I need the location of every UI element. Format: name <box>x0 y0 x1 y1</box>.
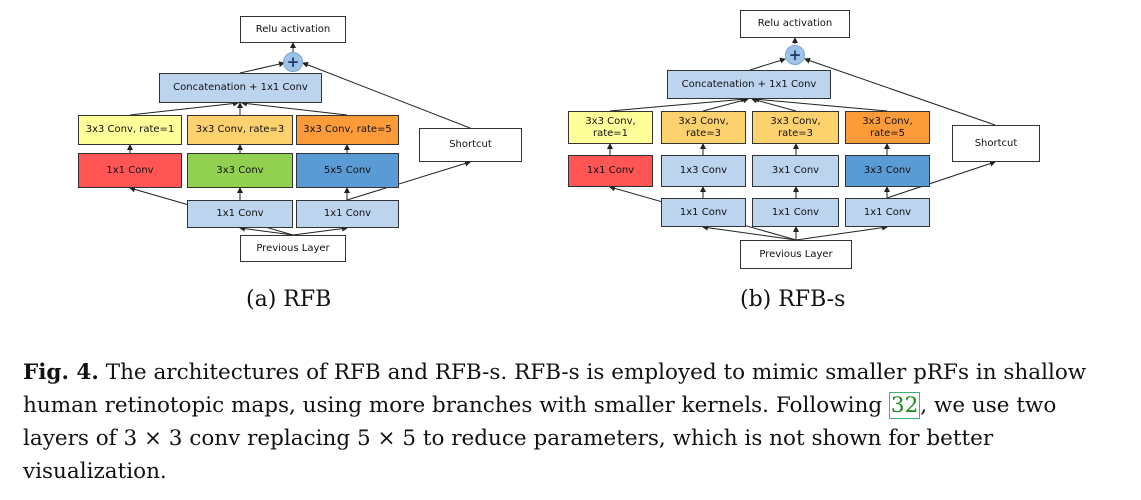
figure-label: Fig. 4. <box>23 360 99 385</box>
rfb-dilated-conv-rate5-box: 3x3 Conv, rate=5 <box>296 115 399 145</box>
rfbs-concat-box: Concatenation + 1x1 Conv <box>667 70 831 99</box>
caption-text-part-2: , we use two layers of 3 × 3 conv replac… <box>23 393 1057 484</box>
rfb-3x3-conv-box: 3x3 Conv <box>187 153 293 188</box>
rfbs-relu-activation-box: Relu activation <box>740 10 850 38</box>
rfb-relu-activation-box: Relu activation <box>240 16 346 43</box>
rfbs-subcaption: (b) RFB-s <box>740 287 846 312</box>
connection-arrows <box>127 37 996 241</box>
rfbs-dilated-conv-rate5-box: 3x3 Conv, rate=5 <box>845 111 930 144</box>
rfb-dilated-conv-rate1-box: 3x3 Conv, rate=1 <box>78 115 182 145</box>
rfbs-add-icon: + <box>785 45 805 65</box>
rfbs-shortcut-box: Shortcut <box>952 125 1040 162</box>
rfb-subcaption: (a) RFB <box>246 287 332 312</box>
rfbs-3x1-conv-box: 3x1 Conv <box>752 155 839 187</box>
rfbs-dilated-conv-rate3-box-1: 3x3 Conv, rate=3 <box>661 111 746 144</box>
rfb-1x1-conv-box: 1x1 Conv <box>78 153 182 188</box>
rfbs-1x1-conv-box: 1x1 Conv <box>568 155 653 187</box>
rfb-base-1x1-conv-box-1: 1x1 Conv <box>187 200 293 228</box>
rfb-add-icon: + <box>283 52 303 72</box>
rfb-dilated-conv-rate3-box: 3x3 Conv, rate=3 <box>187 115 293 145</box>
rfbs-base-1x1-conv-box-2: 1x1 Conv <box>752 198 839 227</box>
rfb-concat-box: Concatenation + 1x1 Conv <box>159 73 322 103</box>
rfb-5x5-conv-box: 5x5 Conv <box>296 153 399 188</box>
rfb-base-1x1-conv-box-2: 1x1 Conv <box>296 200 399 228</box>
rfb-previous-layer-box: Previous Layer <box>240 235 346 262</box>
rfbs-3x3-conv-box: 3x3 Conv <box>845 155 930 187</box>
rfbs-1x3-conv-box: 1x3 Conv <box>661 155 746 187</box>
rfbs-base-1x1-conv-box-1: 1x1 Conv <box>661 198 746 227</box>
figure-caption: Fig. 4. The architectures of RFB and RFB… <box>23 356 1093 488</box>
rfbs-base-1x1-conv-box-3: 1x1 Conv <box>845 198 930 227</box>
caption-text-part-1: The architectures of RFB and RFB-s. RFB-… <box>23 360 1087 418</box>
citation-link[interactable]: 32 <box>888 392 921 419</box>
rfbs-dilated-conv-rate3-box-2: 3x3 Conv, rate=3 <box>752 111 839 144</box>
rfb-shortcut-box: Shortcut <box>419 128 522 162</box>
rfbs-previous-layer-box: Previous Layer <box>740 240 852 269</box>
rfbs-dilated-conv-rate1-box: 3x3 Conv, rate=1 <box>568 111 653 144</box>
